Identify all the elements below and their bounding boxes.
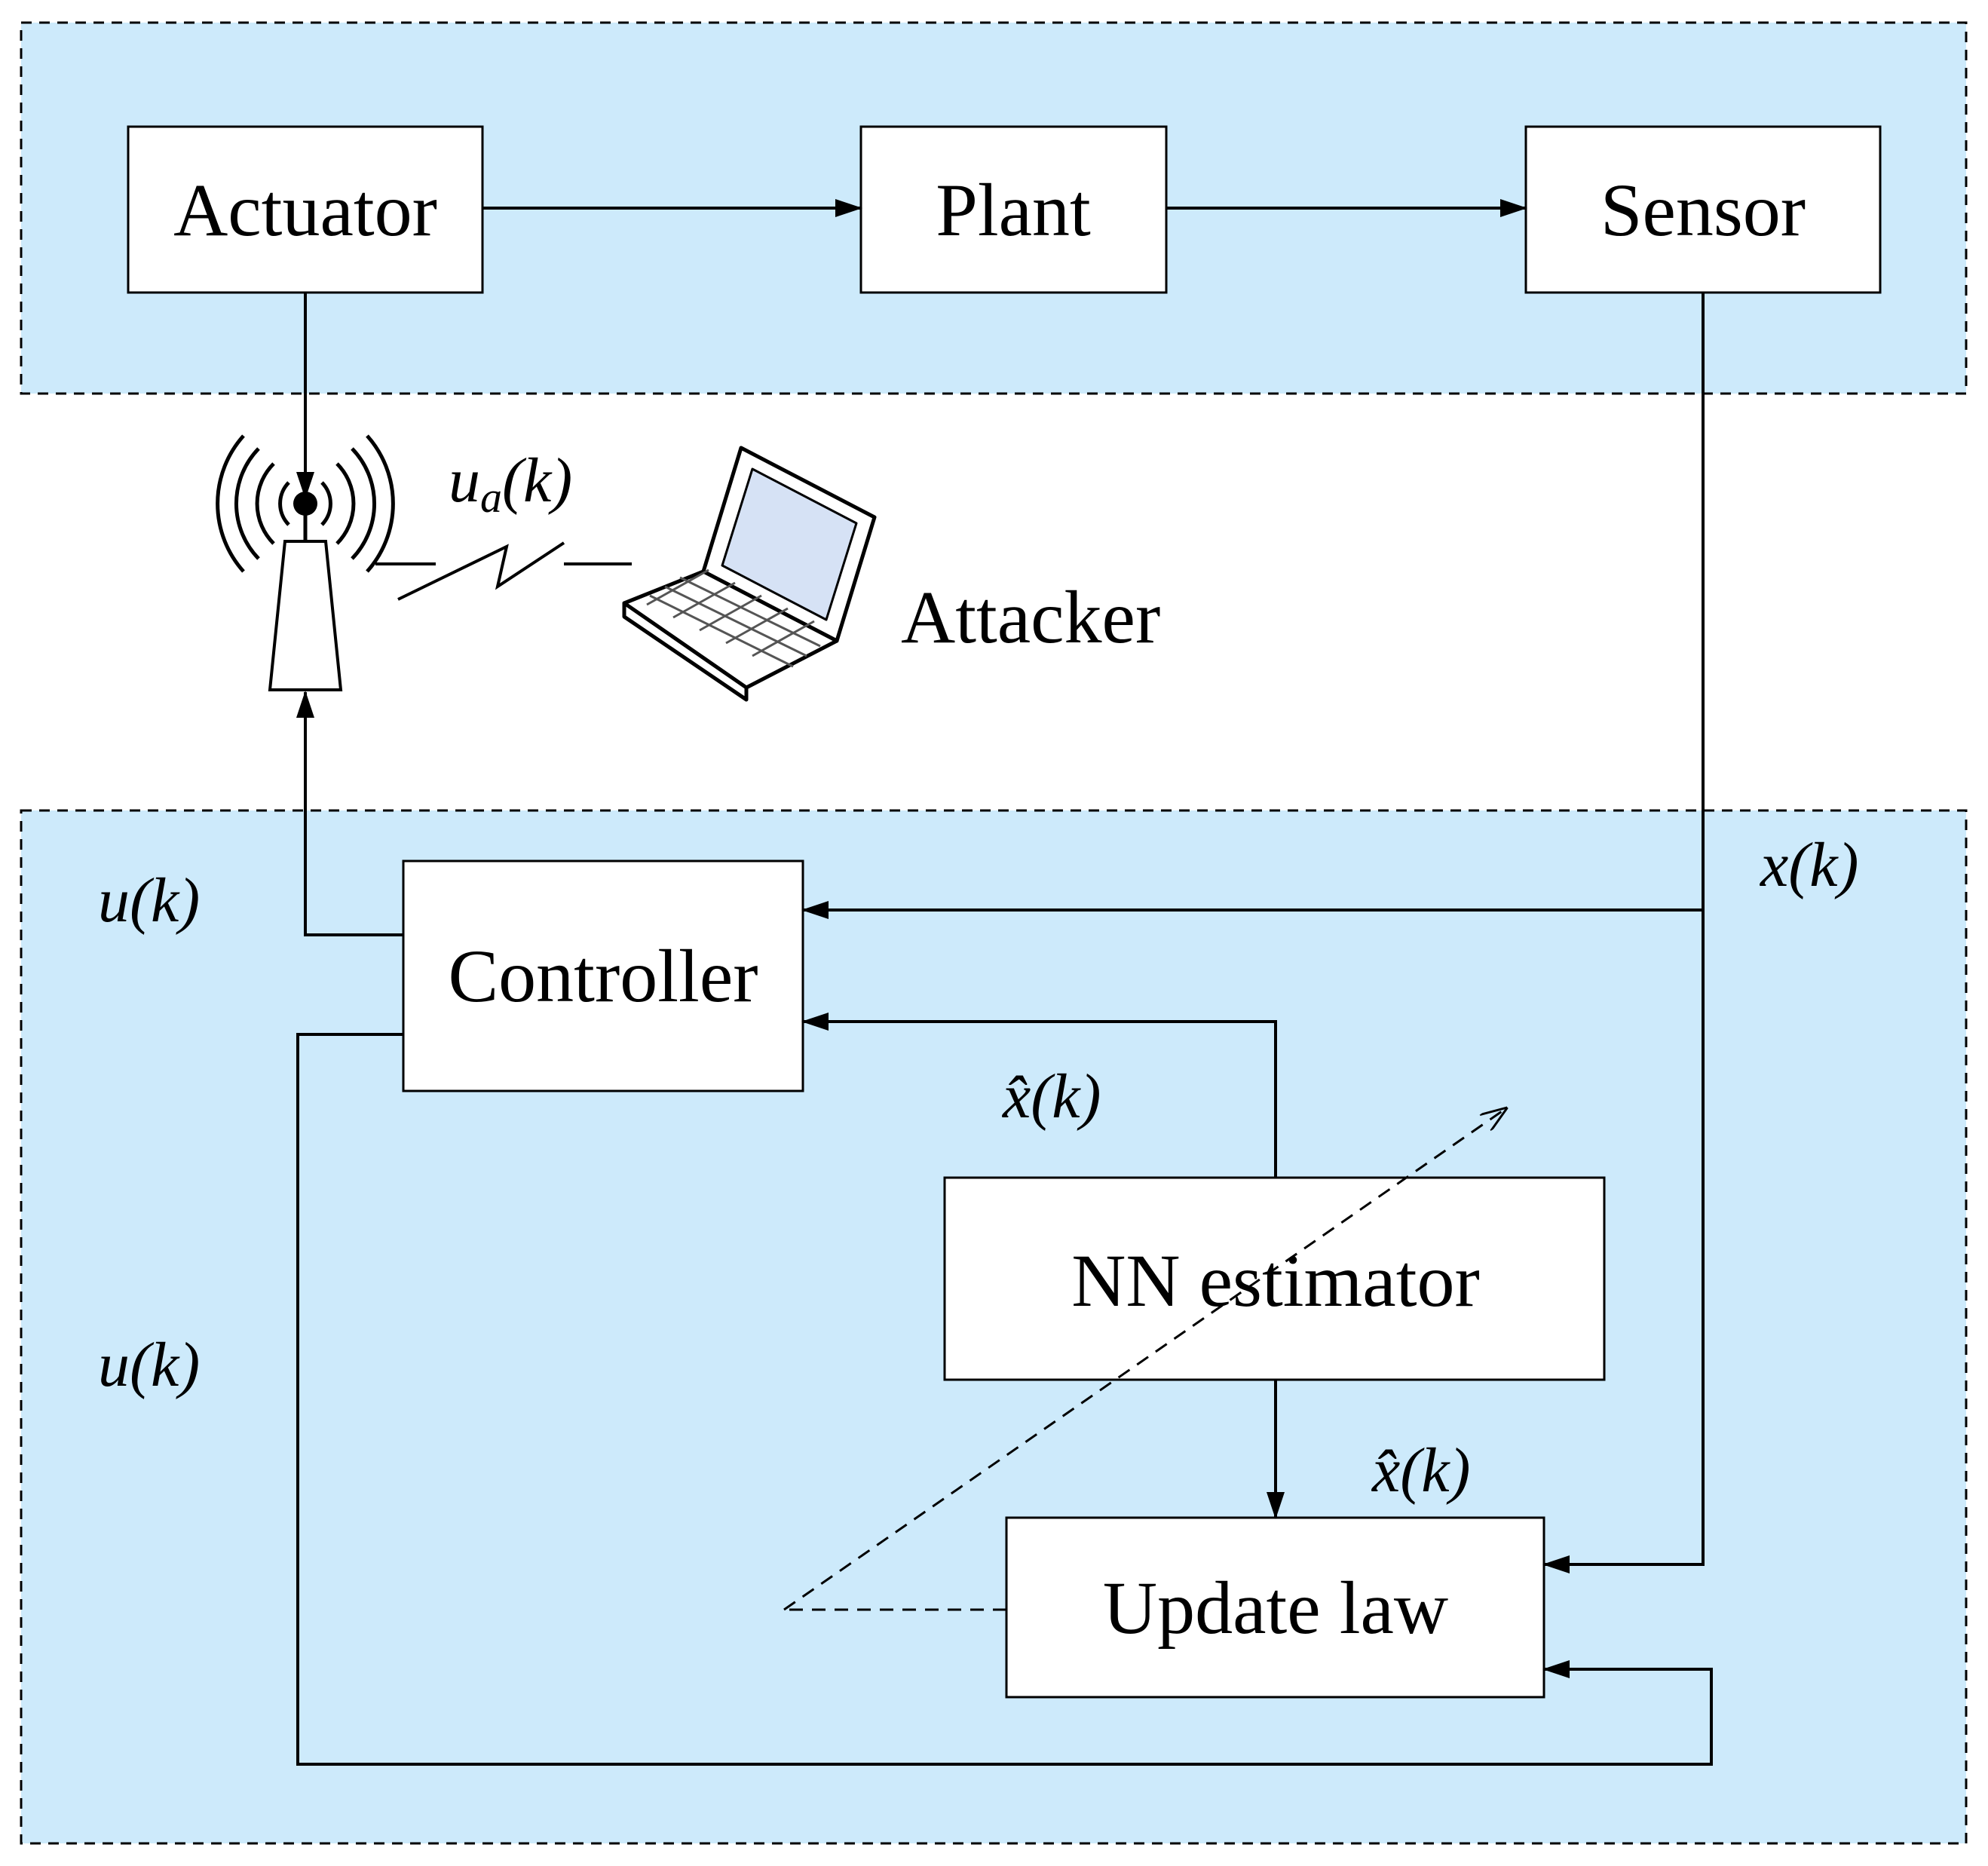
controller-label: Controller — [448, 934, 758, 1018]
sensor-label: Sensor — [1601, 168, 1806, 252]
control-feedback-loop-line — [296, 1033, 1713, 1766]
actuator-label: Actuator — [173, 168, 437, 252]
nn-estimator-block[interactable]: NN estimator — [943, 1176, 1606, 1381]
wireless-antenna-icon — [216, 434, 395, 691]
lightning-bolt-icon — [375, 541, 632, 601]
nn-estimator-label: NN estimator — [1071, 1239, 1480, 1322]
attack-signal-label: ua(k) — [449, 446, 572, 522]
control-signal-label-lower: u(k) — [98, 1330, 200, 1400]
update-law-label: Update law — [1103, 1566, 1448, 1650]
controller-block[interactable]: Controller — [402, 859, 804, 1092]
actuator-block[interactable]: Actuator — [127, 125, 484, 294]
controller-to-antenna-line — [296, 691, 403, 936]
update-law-block[interactable]: Update law — [1005, 1516, 1545, 1699]
state-label: x(k) — [1759, 830, 1859, 900]
tuning-dashed-arrow — [783, 1108, 1506, 1611]
plant-label: Plant — [936, 168, 1091, 252]
estimator-to-controller-line — [801, 1013, 1277, 1178]
attacker-label: Attacker — [901, 575, 1160, 659]
sensor-to-update-law-line — [1542, 293, 1705, 1573]
laptop-icon — [622, 446, 877, 702]
control-signal-label-upper: u(k) — [98, 866, 200, 936]
sensor-block[interactable]: Sensor — [1524, 125, 1882, 294]
plant-block[interactable]: Plant — [859, 125, 1168, 294]
estimate-label-upper: x̂(k) — [1001, 1062, 1101, 1132]
estimate-label-lower: x̂(k) — [1371, 1436, 1471, 1506]
